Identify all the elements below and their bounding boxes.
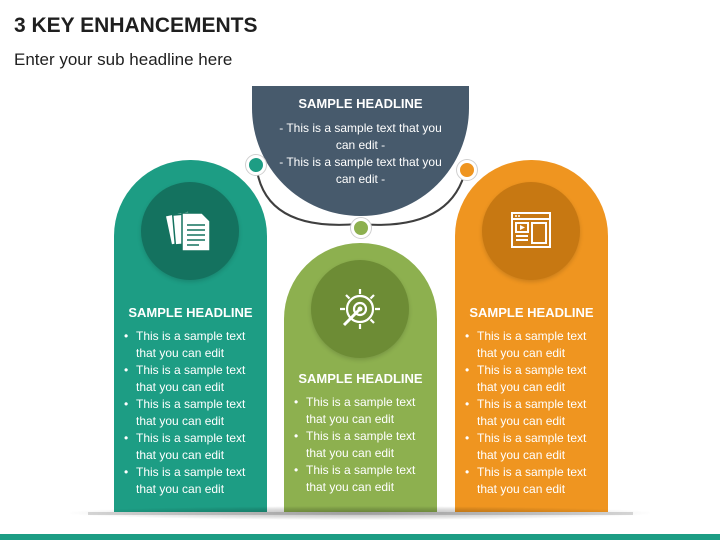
page-title: 3 KEY ENHANCEMENTS [14, 14, 258, 37]
list-item: This is a sample text that you can edit [122, 430, 263, 464]
bullet-list: This is a sample text that you can edit … [463, 328, 604, 498]
list-item: This is a sample text that you can edit [292, 394, 433, 428]
documents-icon [141, 182, 239, 280]
list-item: This is a sample text that you can edit [122, 396, 263, 430]
floor-shadow [70, 506, 650, 520]
top-card-text: - This is a sample text that you can edi… [268, 120, 453, 188]
list-item: This is a sample text that you can edit [463, 430, 604, 464]
list-item: This is a sample text that you can edit [122, 328, 263, 362]
list-item: This is a sample text that you can edit [292, 428, 433, 462]
list-item: This is a sample text that you can edit [463, 464, 604, 498]
pillar-1: SAMPLE HEADLINE This is a sample text th… [114, 160, 267, 512]
list-item: This is a sample text that you can edit [122, 464, 263, 498]
list-item: This is a sample text that you can edit [292, 462, 433, 496]
shelf-line [88, 512, 633, 515]
pillar-2: SAMPLE HEADLINE This is a sample text th… [284, 243, 437, 512]
list-item: This is a sample text that you can edit [463, 362, 604, 396]
bottom-accent-bar [0, 534, 720, 540]
pillar-headline: SAMPLE HEADLINE [469, 305, 594, 320]
pillar-headline: SAMPLE HEADLINE [128, 305, 253, 320]
top-card-text-line: - This is a sample text that you can edi… [279, 121, 442, 152]
web-layout-icon [482, 182, 580, 280]
bullet-list: This is a sample text that you can edit … [122, 328, 263, 498]
gear-target-icon [311, 260, 409, 358]
top-card-text-line: - This is a sample text that you can edi… [279, 155, 442, 186]
pillar-headline: SAMPLE HEADLINE [298, 371, 423, 386]
page-subtitle: Enter your sub headline here [14, 50, 233, 69]
connector-dot-orange [457, 160, 477, 180]
list-item: This is a sample text that you can edit [122, 362, 263, 396]
top-card-headline: SAMPLE HEADLINE [298, 96, 423, 111]
list-item: This is a sample text that you can edit [463, 328, 604, 362]
connector-dot-teal [246, 155, 266, 175]
pillar-3: SAMPLE HEADLINE This is a sample text th… [455, 160, 608, 512]
bullet-list: This is a sample text that you can edit … [292, 394, 433, 496]
list-item: This is a sample text that you can edit [463, 396, 604, 430]
connector-dot-green [351, 218, 371, 238]
